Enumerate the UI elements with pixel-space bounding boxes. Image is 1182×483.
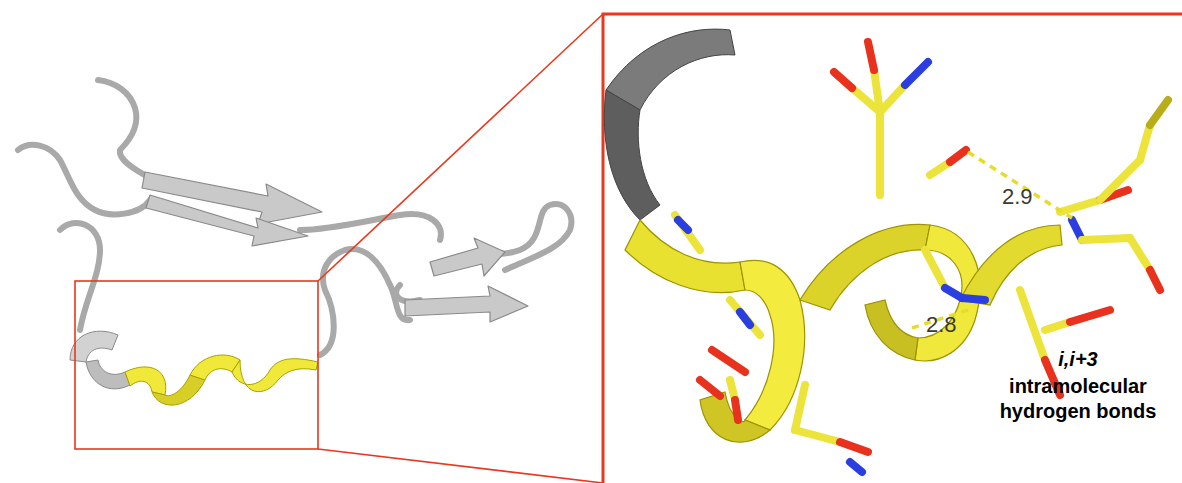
carbon-stick xyxy=(1150,100,1168,125)
oxygen-stick xyxy=(1150,270,1160,290)
nitrogen-stick xyxy=(850,462,862,472)
oxygen-stick xyxy=(834,72,852,88)
loop xyxy=(60,223,100,330)
carbon-stick xyxy=(1020,290,1045,360)
carbon-stick xyxy=(730,300,760,335)
helix-ribbon xyxy=(232,359,318,392)
oxygen-stick xyxy=(700,380,720,396)
helix-ribbon xyxy=(604,90,660,220)
carbon-stick xyxy=(880,85,905,112)
zoom-box xyxy=(75,281,318,449)
nitrogen-stick xyxy=(962,298,985,300)
helix-ribbon xyxy=(700,392,770,442)
annotation-heading: i,i+3 xyxy=(1058,348,1097,371)
beta-strands xyxy=(142,172,528,322)
inset-yellow-helix xyxy=(625,220,1062,442)
distance-label: 2.9 xyxy=(1002,184,1033,210)
helix-ribbon xyxy=(960,225,1062,305)
helix-ribbon xyxy=(152,375,205,405)
zoom-leader xyxy=(318,449,603,483)
grey-helix xyxy=(70,331,130,389)
hydrogen-bond-dash xyxy=(968,152,1072,218)
carbon-stick xyxy=(876,112,884,195)
helix-ribbon xyxy=(625,220,745,293)
loop xyxy=(18,145,150,215)
beta-strand-arrow xyxy=(142,172,322,224)
loop xyxy=(300,214,441,240)
helix-ribbon xyxy=(70,331,118,362)
beta-strand-arrow xyxy=(430,238,505,276)
nitrogen-stick xyxy=(678,220,688,230)
oxygen-stick xyxy=(950,150,966,162)
carbon-stick xyxy=(925,250,945,288)
carbon-stick xyxy=(795,430,840,442)
carbon-stick xyxy=(795,385,805,430)
helix-ribbon xyxy=(865,300,918,360)
annotation-text: intramolecular hydrogen bonds xyxy=(988,374,1168,424)
helix-ribbon xyxy=(86,360,130,389)
helix-ribbon xyxy=(125,367,166,395)
zoom-leader xyxy=(318,14,603,281)
oxygen-stick xyxy=(1070,310,1110,322)
oxygen-stick xyxy=(735,400,738,420)
carbon-stick xyxy=(675,215,700,250)
carbon-stick xyxy=(1060,200,1100,212)
beta-strand-arrow xyxy=(405,286,528,322)
nitrogen-stick xyxy=(740,312,750,325)
beta-strand-arrow xyxy=(146,195,308,246)
helix-ribbon xyxy=(740,260,805,430)
helix-ribbon xyxy=(606,29,735,110)
oxygen-stick xyxy=(868,42,874,70)
loop xyxy=(98,80,150,178)
carbon-stick xyxy=(1100,160,1140,200)
carbon-stick xyxy=(874,70,880,112)
distance-label: 2.8 xyxy=(926,312,957,338)
oxygen-stick xyxy=(840,442,868,452)
carbon-stick xyxy=(1082,238,1130,240)
oxygen-stick xyxy=(712,350,745,372)
carbon-stick xyxy=(1140,125,1150,160)
inset-frame xyxy=(603,14,1182,483)
loop xyxy=(320,249,410,355)
side-chain-sticks xyxy=(675,42,1168,472)
inset-grey-helix xyxy=(604,29,735,220)
yellow-helix xyxy=(125,355,318,405)
hydrogen-bonds xyxy=(912,152,1072,328)
helix-ribbon xyxy=(190,355,240,380)
nitrogen-stick xyxy=(905,62,928,85)
helix-ribbon xyxy=(800,224,930,310)
carbon-stick xyxy=(1130,238,1150,270)
